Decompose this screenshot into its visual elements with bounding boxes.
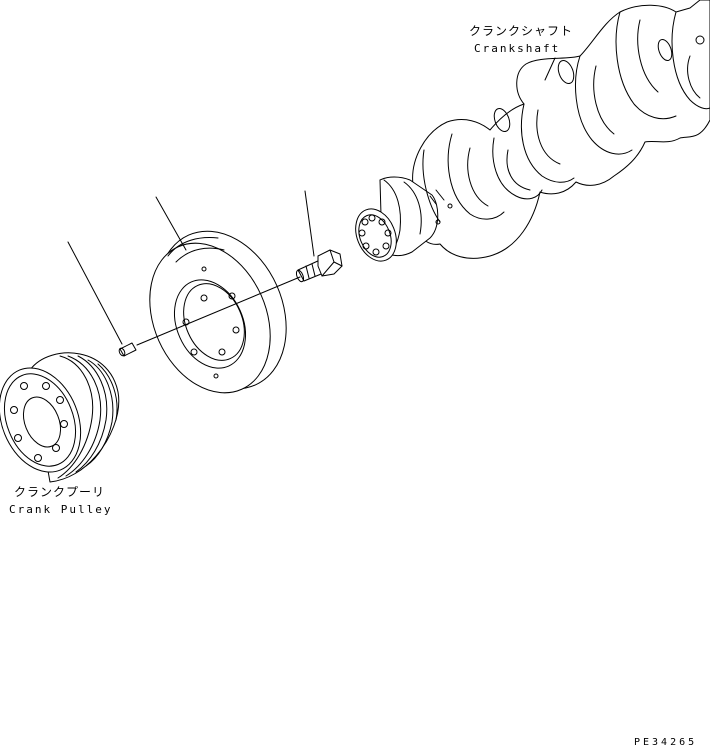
crank-pulley-label-jp: クランクプーリ: [14, 485, 106, 499]
leader-dowel-pin: [67, 241, 123, 345]
dowel-pin-drawing: [118, 342, 137, 357]
pulley-bolt-holes: [10, 382, 68, 462]
crankshaft-nose-face: [355, 208, 397, 262]
assembly-axis-line: [136, 276, 301, 346]
leader-bolt: [304, 190, 315, 257]
drawing-number: PE34265: [634, 737, 698, 748]
crank-pulley-drawing: [0, 352, 120, 483]
bolt-head: [317, 249, 343, 277]
crankshaft-label-jp: クランクシャフト: [469, 24, 574, 38]
bolt-drawing: [295, 249, 343, 283]
crankshaft-bolt-holes: [358, 214, 392, 256]
crankshaft-drawing: [355, 0, 710, 262]
crankshaft-outline: [412, 0, 710, 259]
pulley-front-face: [0, 367, 82, 473]
leader-lines: [67, 57, 556, 346]
crankshaft-label-en: Crankshaft: [474, 42, 561, 55]
crank-pulley-label-en: Crank Pulley: [9, 503, 113, 516]
leader-crankshaft: [544, 57, 556, 81]
leader-damper: [155, 196, 187, 251]
